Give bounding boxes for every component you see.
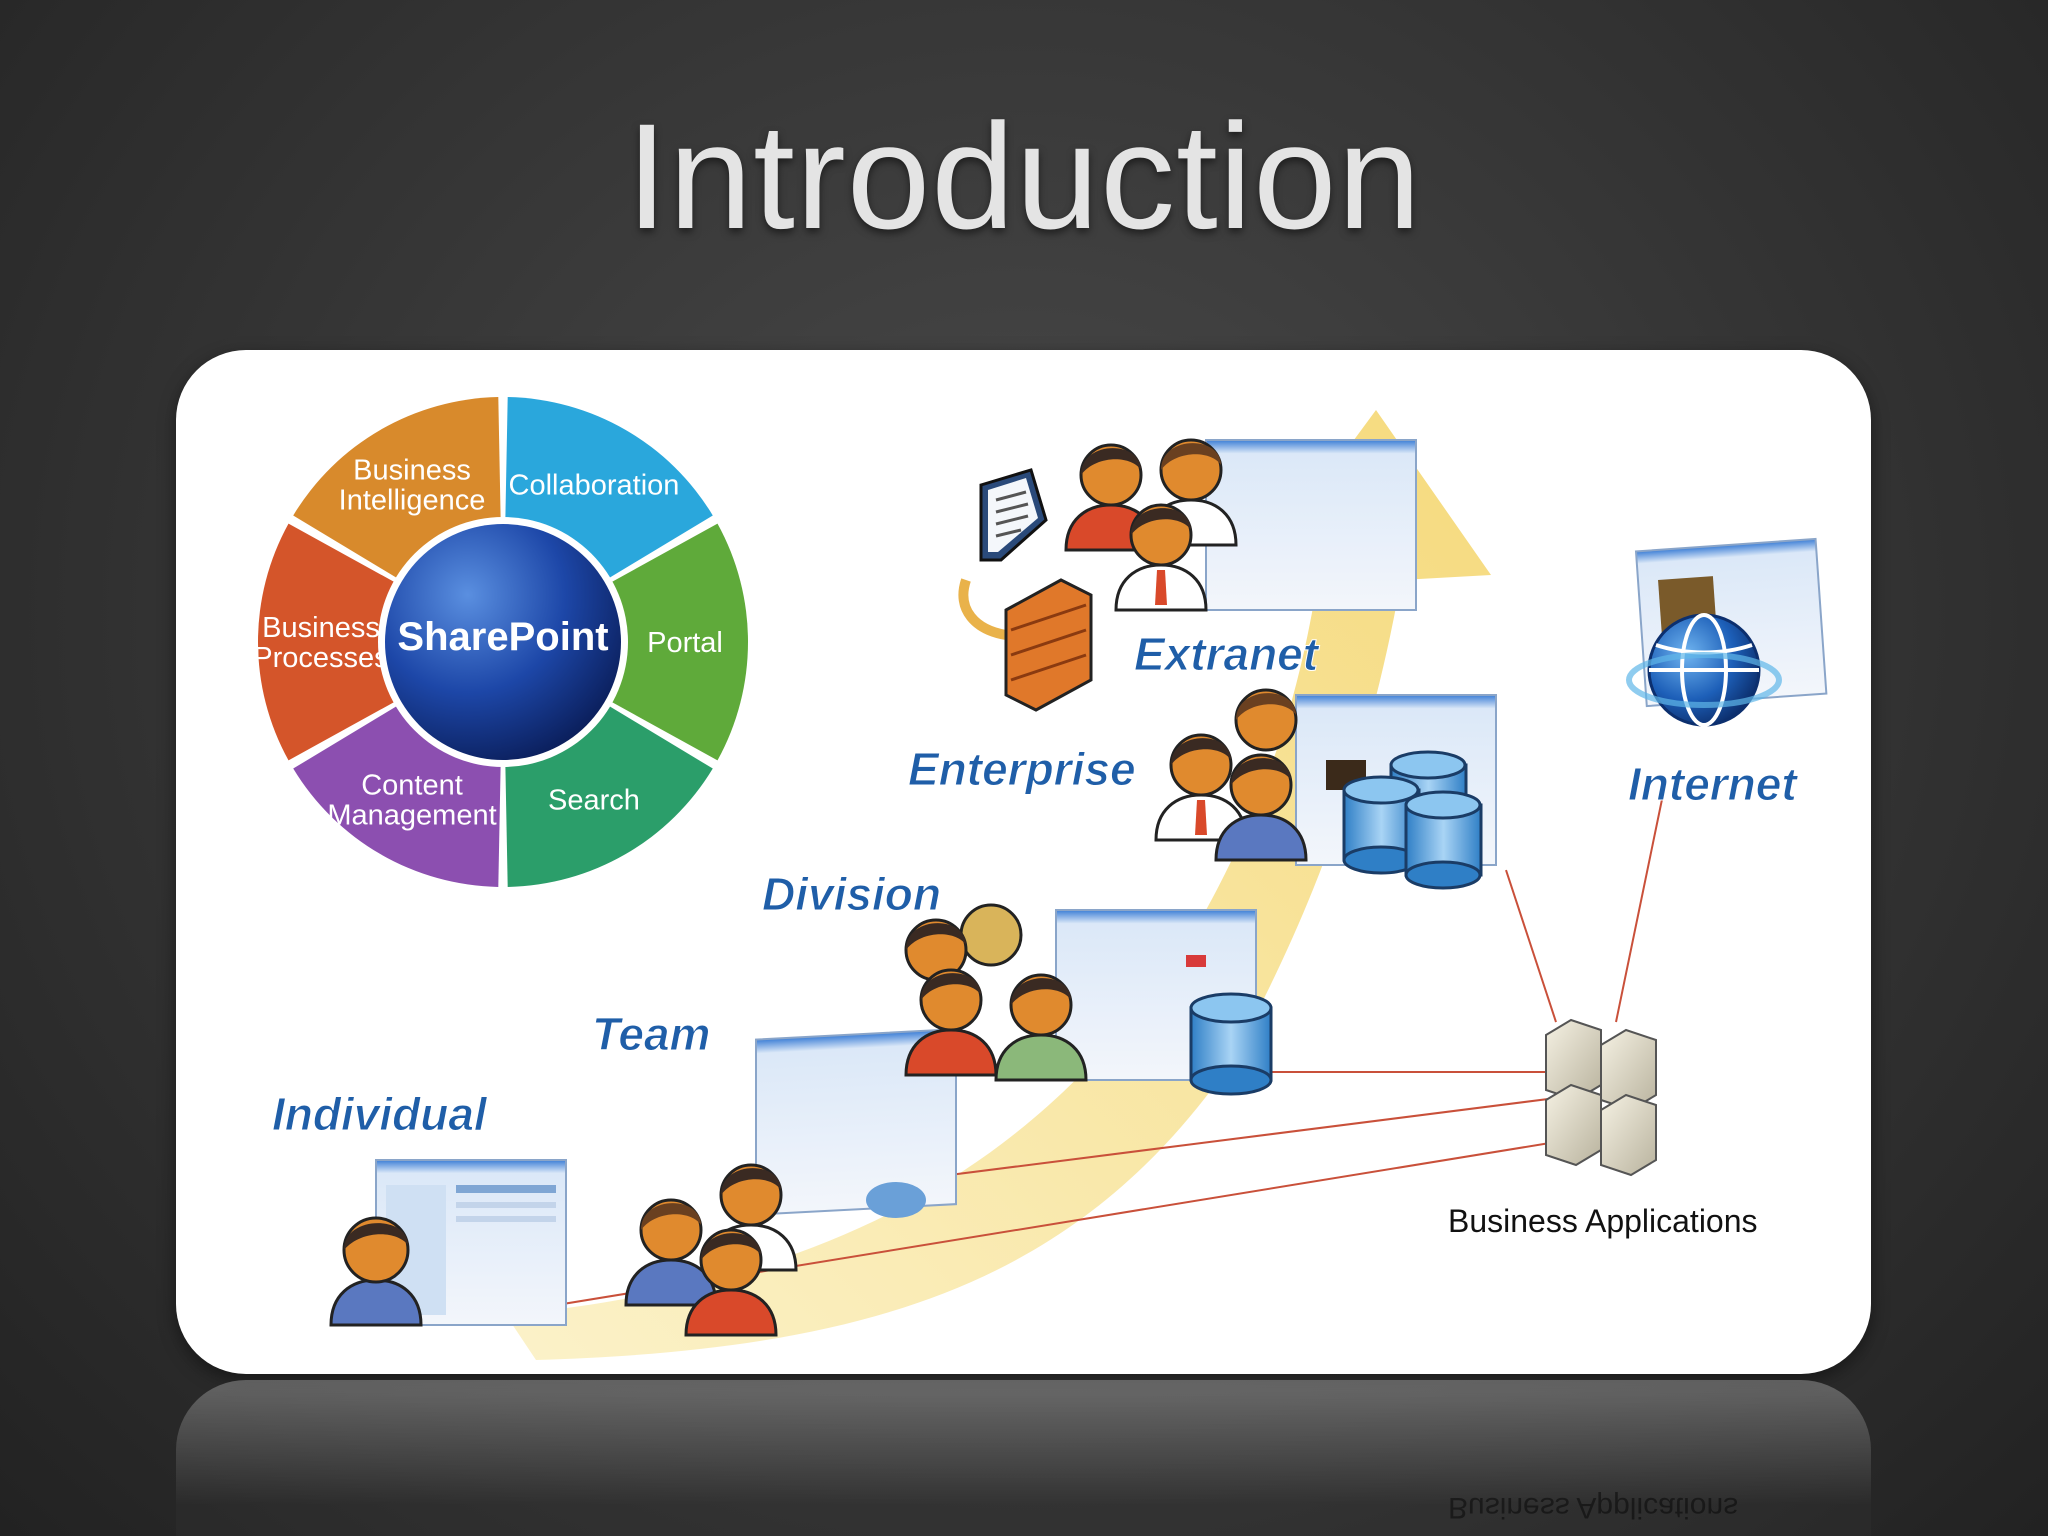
person-icon	[329, 1216, 423, 1327]
server-icon	[1545, 1018, 1657, 1177]
card-reflection: Business Applications	[176, 1380, 1871, 1536]
level-label-team: Team	[592, 1008, 710, 1060]
level-label-individual: Individual	[272, 1088, 488, 1140]
level-label-internet: Internet	[1628, 758, 1798, 810]
firewall-icon	[1004, 578, 1093, 712]
people-icon	[1154, 688, 1308, 862]
sharepoint-label: SharePoint	[397, 615, 608, 659]
database-icon	[1189, 992, 1273, 1096]
wheel-segment-label: Search	[548, 785, 640, 817]
division-group	[904, 903, 1273, 1096]
database-icon	[1342, 750, 1483, 890]
people-icon	[1064, 438, 1238, 612]
people-icon	[904, 903, 1088, 1082]
sharepoint-globe	[385, 524, 621, 760]
level-label-extranet: Extranet	[1134, 628, 1320, 680]
wheel-segment-label: Collaboration	[509, 469, 680, 501]
reflection-text: Business Applications	[1448, 1491, 1739, 1524]
document-icon	[979, 468, 1048, 562]
level-label-enterprise: Enterprise	[908, 743, 1136, 795]
enterprise-group	[1154, 688, 1497, 890]
level-label-division: Division	[762, 868, 941, 920]
extranet-group	[958, 438, 1417, 712]
individual-group	[329, 1159, 567, 1327]
wheel-segment-label: Portal	[647, 627, 723, 659]
globe-icon	[1626, 613, 1782, 727]
internet-group	[1626, 537, 1828, 727]
people-icon	[624, 1163, 798, 1337]
extranet-screenshot	[1205, 439, 1417, 611]
business-applications-label: Business Applications	[1448, 1203, 1758, 1239]
slide-title: Introduction	[626, 92, 1422, 260]
